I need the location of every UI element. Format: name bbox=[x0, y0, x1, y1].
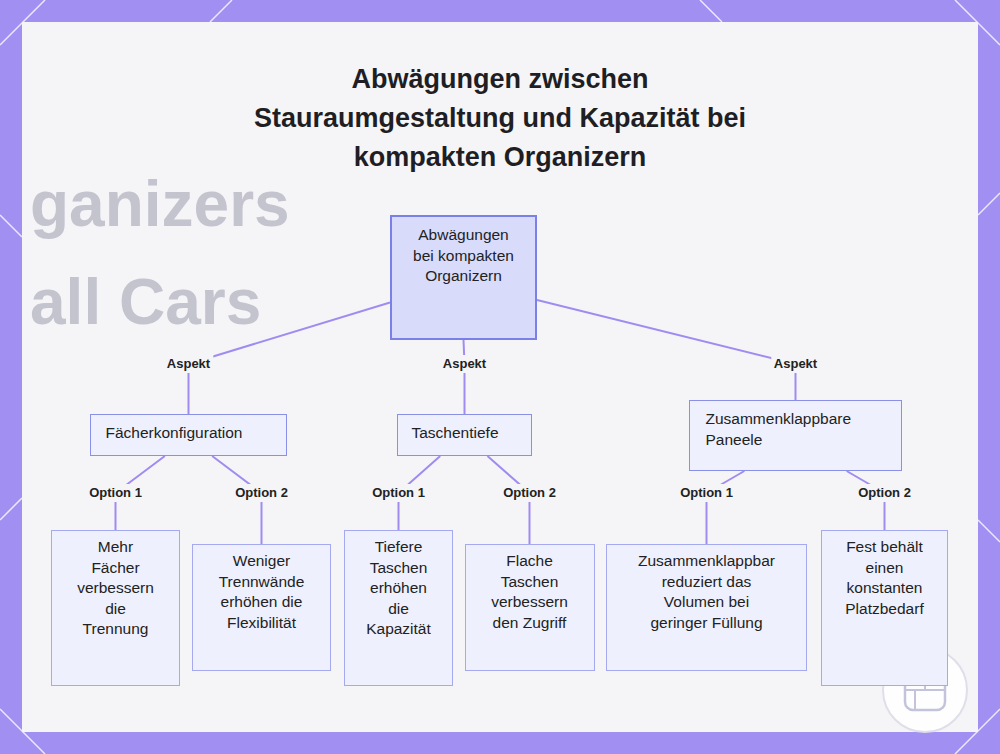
option-box: Fest behält einen konstanten Platzbedarf bbox=[821, 530, 948, 686]
connector-label: Option 1 bbox=[369, 484, 428, 502]
node-text: Abwägungen bei kompakten Organizern bbox=[410, 225, 518, 287]
connector-label: Aspekt bbox=[771, 355, 820, 373]
option-box: Zusammenklappbar reduziert das Volumen b… bbox=[606, 544, 807, 671]
node-text: Tiefere Taschen erhöhen die Kapazität bbox=[363, 537, 435, 640]
connector-label: Option 1 bbox=[86, 484, 145, 502]
content-panel bbox=[22, 22, 978, 732]
node-text: Zusammenklappbare Paneele bbox=[706, 409, 887, 450]
root-box: Abwägungen bei kompakten Organizern bbox=[390, 215, 537, 340]
option-box: Mehr Fächer verbessern die Trennung bbox=[51, 530, 180, 686]
node-text: Mehr Fächer verbessern die Trennung bbox=[76, 537, 156, 640]
connector-label: Option 2 bbox=[855, 484, 914, 502]
watermark-text: all Cars bbox=[30, 270, 261, 334]
connector-label: Option 2 bbox=[232, 484, 291, 502]
aspect-box: Fächerkonfiguration bbox=[90, 414, 287, 456]
connector-line bbox=[464, 340, 465, 414]
watermark-text: ganizers bbox=[30, 172, 290, 236]
diagram-title: Abwägungen zwischen Stauraumgestaltung u… bbox=[235, 60, 765, 177]
option-box: Weniger Trennwände erhöhen die Flexibili… bbox=[192, 544, 331, 671]
aspect-box: Zusammenklappbare Paneele bbox=[689, 400, 902, 471]
connector-label: Aspekt bbox=[164, 355, 213, 373]
connector-label: Option 2 bbox=[500, 484, 559, 502]
connector-label: Option 1 bbox=[677, 484, 736, 502]
connector-line bbox=[707, 471, 745, 544]
aspect-box: Taschentiefe bbox=[397, 414, 532, 456]
node-text: Zusammenklappbar reduziert das Volumen b… bbox=[637, 551, 777, 633]
node-text: Flache Taschen verbessern den Zugriff bbox=[491, 551, 568, 633]
node-text: Fächerkonfiguration bbox=[106, 423, 271, 444]
connector-line bbox=[537, 300, 796, 400]
option-box: Flache Taschen verbessern den Zugriff bbox=[465, 544, 595, 671]
connector-label: Aspekt bbox=[440, 355, 489, 373]
node-text: Fest behält einen konstanten Platzbedarf bbox=[845, 537, 925, 619]
node-text: Taschentiefe bbox=[412, 423, 522, 444]
option-box: Tiefere Taschen erhöhen die Kapazität bbox=[344, 530, 453, 686]
node-text: Weniger Trennwände erhöhen die Flexibili… bbox=[217, 551, 307, 633]
